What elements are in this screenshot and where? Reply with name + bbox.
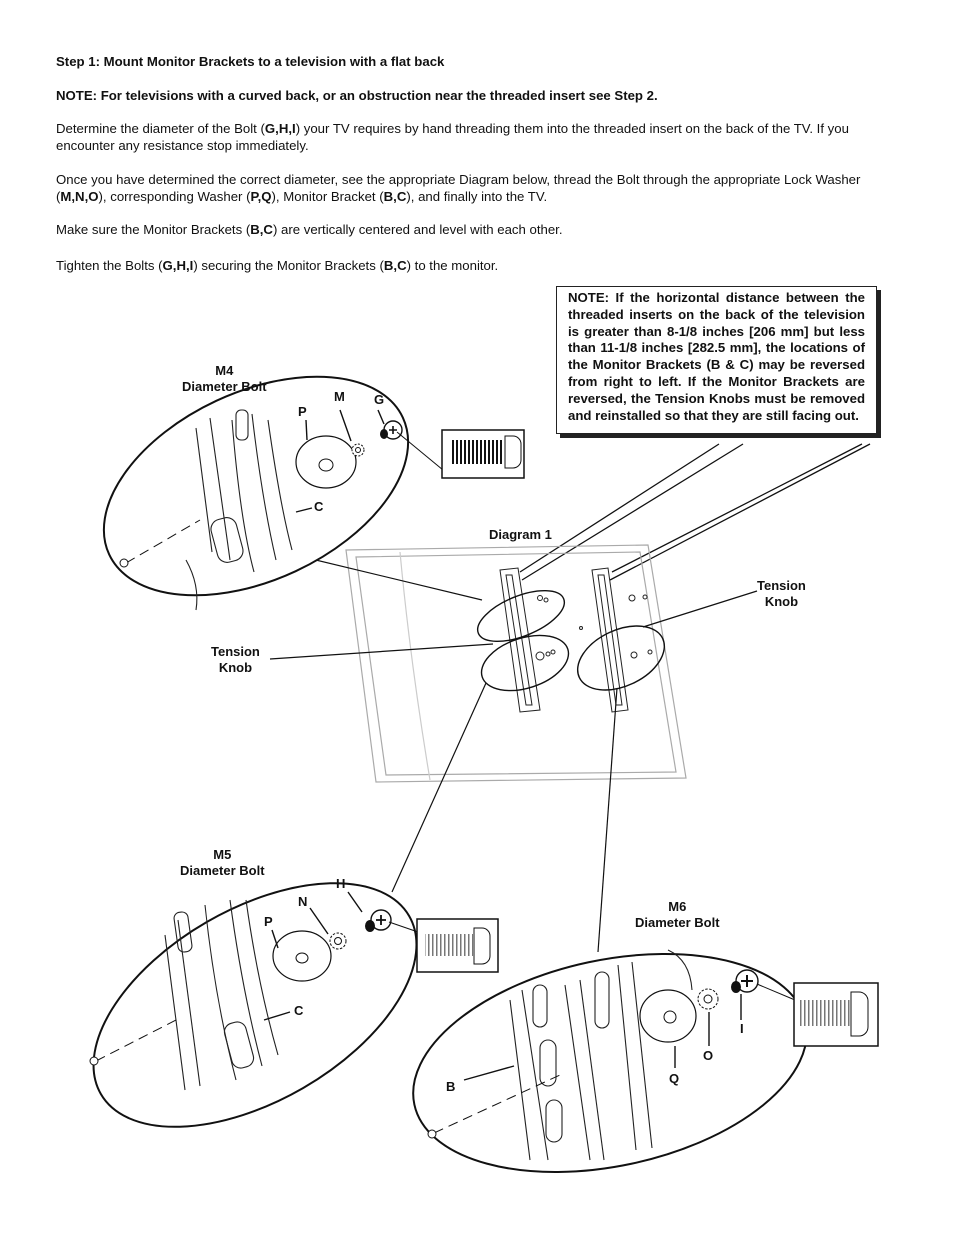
bolt-size: M4 <box>215 363 234 378</box>
bolt-caption: Diameter Bolt <box>635 915 720 930</box>
paragraph-center-brackets: Make sure the Monitor Brackets (B,C) are… <box>56 221 906 238</box>
television-back <box>345 544 687 783</box>
m6-label-q: Q <box>669 1071 680 1086</box>
m4-label-c: C <box>314 499 324 514</box>
paragraph-tighten-bolts: Tighten the Bolts (G,H,I) securing the M… <box>56 257 906 274</box>
diagram-title: Diagram 1 <box>489 527 552 542</box>
connector-lines <box>269 554 758 953</box>
text: Make sure the Monitor Brackets ( <box>56 222 251 237</box>
label-line: Tension <box>757 578 806 593</box>
text: ) to the monitor. <box>406 258 499 273</box>
reversal-note-box: NOTE: If the horizontal distance between… <box>556 286 877 434</box>
note-curved-back: NOTE: For televisions with a curved back… <box>56 88 658 103</box>
label-line: Tension <box>211 644 260 659</box>
text: ) securing the Monitor Brackets ( <box>193 258 384 273</box>
text: Determine the diameter of the Bolt ( <box>56 121 265 136</box>
bolt-size: M5 <box>213 847 232 862</box>
note-leader-lines <box>519 443 871 581</box>
m4-label-m: M <box>334 389 345 404</box>
m4-detail <box>102 375 525 611</box>
text: ) your TV requires by hand threading the… <box>56 121 849 153</box>
label-line: Knob <box>218 660 253 675</box>
paragraph-thread-bolt: Once you have determined the correct dia… <box>56 171 906 205</box>
part-ref: B,C <box>250 222 273 237</box>
step-heading: Step 1: Mount Monitor Brackets to a tele… <box>56 54 445 69</box>
part-ref: P,Q <box>250 189 272 204</box>
m5-label-h: H <box>336 876 346 891</box>
m5-label-p: P <box>264 914 273 929</box>
m4-label-p: P <box>298 404 307 419</box>
m5-detail <box>89 882 499 1128</box>
text: ), and finally into the TV. <box>406 189 548 204</box>
bolt-caption: Diameter Bolt <box>180 863 265 878</box>
text: Tighten the Bolts ( <box>56 258 163 273</box>
monitor-bracket-c <box>499 567 556 713</box>
paragraph-bolt-diameter: Determine the diameter of the Bolt (G,H,… <box>56 120 906 154</box>
label-line: Knob <box>764 594 799 609</box>
part-ref: M,N,O <box>60 189 99 204</box>
part-ref: G,H,I <box>162 258 194 273</box>
text: Once you have determined the correct dia… <box>56 172 861 204</box>
part-ref: B,C <box>383 189 407 204</box>
m5-label-n: N <box>298 894 308 909</box>
part-ref: B,C <box>383 258 407 273</box>
bolt-caption: Diameter Bolt <box>182 379 267 394</box>
m6-detail <box>412 949 879 1173</box>
m5-label-c: C <box>294 1003 304 1018</box>
text: ), Monitor Bracket ( <box>271 189 384 204</box>
m6-label-b: B <box>446 1079 456 1094</box>
m4-label-g: G <box>374 392 385 407</box>
monitor-bracket-b <box>579 567 653 713</box>
m6-label-o: O <box>703 1048 714 1063</box>
part-ref: G,H,I <box>264 121 296 136</box>
tv-callout-ellipses <box>476 589 666 692</box>
text: ), corresponding Washer ( <box>98 189 251 204</box>
bolt-size: M6 <box>668 899 687 914</box>
m6-label-i: I <box>740 1021 744 1036</box>
text: ) are vertically centered and level with… <box>272 222 563 237</box>
